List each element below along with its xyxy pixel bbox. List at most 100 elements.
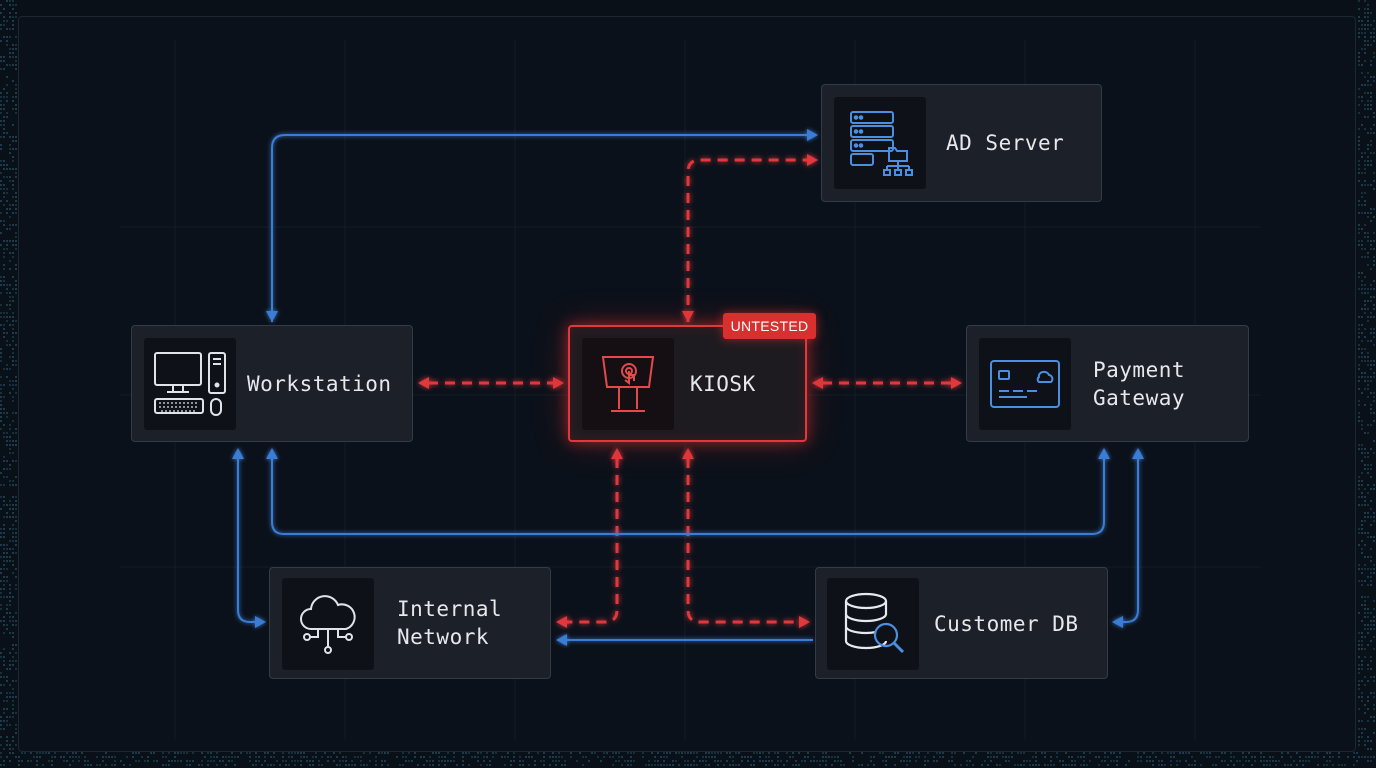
noise-dot — [996, 752, 998, 754]
noise-dot — [1370, 328, 1372, 330]
noise-dot — [0, 596, 2, 598]
link-kiosk-to-payment-gateway[interactable] — [812, 377, 962, 389]
noise-dot — [1269, 760, 1271, 762]
noise-dot — [1364, 28, 1366, 30]
noise-dot — [534, 764, 536, 766]
noise-dot — [15, 268, 17, 270]
noise-dot — [1358, 28, 1360, 30]
noise-dot — [15, 660, 17, 662]
noise-dot — [1358, 224, 1360, 226]
noise-dot — [15, 384, 17, 386]
noise-dot — [510, 760, 512, 762]
noise-dot — [12, 64, 14, 66]
noise-dot — [1373, 716, 1375, 718]
noise-dot — [339, 764, 341, 766]
noise-dot — [12, 516, 14, 518]
noise-dot — [0, 684, 2, 686]
noise-dot — [1353, 752, 1355, 754]
noise-dot — [15, 104, 17, 106]
noise-dot — [1358, 504, 1360, 506]
noise-dot — [1361, 124, 1363, 126]
noise-dot — [453, 760, 455, 762]
noise-dot — [1361, 648, 1363, 650]
noise-dot — [1373, 56, 1375, 58]
noise-dot — [9, 464, 11, 466]
noise-dot — [297, 752, 299, 754]
node-customer-db[interactable]: Customer DB — [815, 567, 1108, 679]
noise-dot — [15, 476, 17, 478]
noise-dot — [171, 760, 173, 762]
noise-dot — [0, 92, 2, 94]
noise-dot — [570, 756, 572, 758]
noise-dot — [1361, 632, 1363, 634]
noise-dot — [1361, 284, 1363, 286]
noise-dot — [675, 752, 677, 754]
noise-dot — [51, 764, 53, 766]
noise-dot — [1370, 668, 1372, 670]
noise-dot — [387, 764, 389, 766]
noise-dot — [1370, 140, 1372, 142]
noise-dot — [6, 332, 8, 334]
noise-dot — [0, 676, 2, 678]
noise-dot — [1260, 756, 1262, 758]
link-workstation-to-ad-server[interactable] — [266, 129, 818, 322]
noise-dot — [468, 752, 470, 754]
noise-dot — [0, 532, 2, 534]
noise-dot — [1367, 396, 1369, 398]
noise-dot — [408, 752, 410, 754]
noise-dot — [732, 760, 734, 762]
noise-dot — [12, 528, 14, 530]
noise-dot — [1358, 0, 1360, 2]
noise-dot — [1361, 288, 1363, 290]
node-ad-server[interactable]: AD Server — [821, 84, 1102, 202]
link-customer-db-to-internal-network[interactable] — [556, 634, 813, 646]
node-workstation[interactable]: Workstation — [131, 325, 413, 442]
link-payment-gateway-to-customer-db[interactable] — [1112, 448, 1144, 628]
noise-dot — [1083, 760, 1085, 762]
noise-dot — [261, 764, 263, 766]
noise-dot — [0, 764, 2, 766]
noise-dot — [36, 752, 38, 754]
noise-dot — [1373, 392, 1375, 394]
node-kiosk[interactable]: KIOSK — [568, 325, 807, 442]
noise-dot — [15, 668, 17, 670]
link-kiosk-to-internal-network[interactable] — [556, 448, 623, 628]
noise-dot — [549, 756, 551, 758]
link-kiosk-to-customer-db[interactable] — [682, 448, 810, 628]
noise-dot — [522, 760, 524, 762]
noise-dot — [1361, 324, 1363, 326]
noise-dot — [6, 212, 8, 214]
noise-dot — [3, 120, 5, 122]
noise-dot — [1364, 288, 1366, 290]
noise-dot — [705, 764, 707, 766]
noise-dot — [1245, 760, 1247, 762]
noise-dot — [825, 760, 827, 762]
noise-dot — [990, 760, 992, 762]
noise-dot — [81, 752, 83, 754]
noise-dot — [861, 752, 863, 754]
noise-dot — [504, 756, 506, 758]
node-payment-gateway[interactable]: Payment Gateway — [966, 325, 1249, 442]
noise-dot — [933, 756, 935, 758]
link-kiosk-to-ad-server[interactable] — [682, 154, 818, 322]
noise-dot — [15, 620, 17, 622]
link-workstation-to-internal-network[interactable] — [232, 448, 266, 628]
link-workstation-to-payment-gateway[interactable] — [266, 448, 1110, 535]
noise-dot — [1364, 204, 1366, 206]
link-workstation-to-kiosk[interactable] — [418, 377, 564, 389]
noise-dot — [282, 752, 284, 754]
noise-dot — [6, 432, 8, 434]
noise-dot — [840, 764, 842, 766]
noise-dot — [1358, 632, 1360, 634]
noise-dot — [12, 548, 14, 550]
noise-dot — [1361, 24, 1363, 26]
noise-dot — [1221, 752, 1223, 754]
noise-dot — [3, 220, 5, 222]
noise-dot — [1364, 404, 1366, 406]
noise-dot — [72, 752, 74, 754]
noise-dot — [63, 756, 65, 758]
node-internal-network[interactable]: Internal Network — [269, 567, 551, 679]
noise-dot — [768, 756, 770, 758]
noise-dot — [72, 760, 74, 762]
noise-dot — [1361, 352, 1363, 354]
